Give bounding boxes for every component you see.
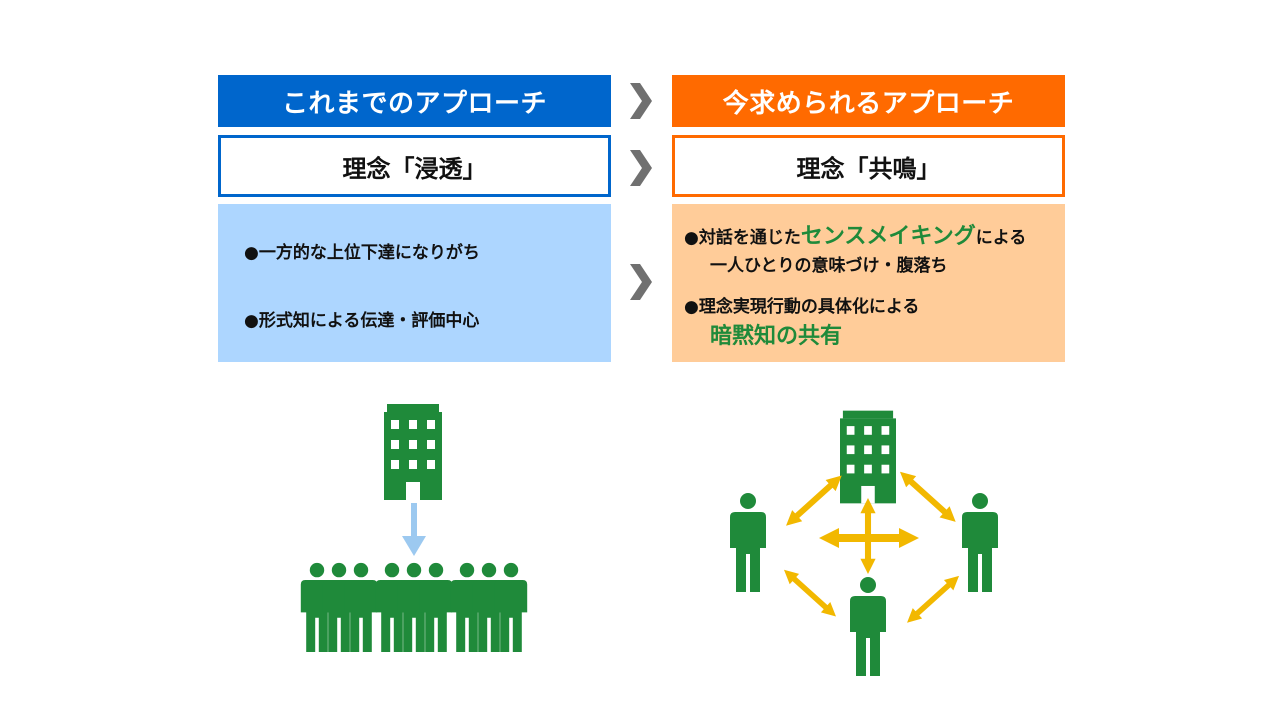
person-icon: [730, 493, 766, 592]
left-subheader: 理念「浸透」: [218, 135, 611, 197]
right-bullet-2: ●理念実現行動の具体化による: [684, 297, 920, 317]
person-icon: [962, 493, 998, 592]
left-bullet-2: ●形式知による伝達・評価中心: [244, 311, 480, 331]
person-icon: [850, 577, 886, 676]
down-arrow: [402, 503, 426, 556]
building-icon: [384, 404, 442, 500]
building-icon: [840, 410, 896, 504]
right-subheader-text: 理念「共鳴」: [796, 154, 941, 183]
right-subheader: 理念「共鳴」: [672, 135, 1065, 197]
left-header: これまでのアプローチ: [218, 75, 611, 127]
chevron-right-icon: [630, 83, 652, 119]
right-bullet-1-line2: 一人ひとりの意味づけ・腹落ち: [710, 256, 948, 276]
chevron-right-icon: [630, 264, 652, 300]
right-header-text: 今求められるアプローチ: [722, 88, 1015, 119]
left-subheader-text: 理念「浸透」: [342, 154, 487, 183]
right-bullet-1-post: による: [975, 228, 1027, 248]
chevron-right-icon: [630, 150, 652, 186]
crowd: [300, 562, 528, 652]
right-bullet-1: ●対話を通じたセンスメイキングによる: [684, 218, 1026, 250]
left-bullet-1: ●一方的な上位下達になりがち: [244, 243, 480, 263]
left-header-text: これまでのアプローチ: [281, 88, 547, 119]
left-panel: ●一方的な上位下達になりがち ●形式知による伝達・評価中心: [218, 204, 611, 362]
right-panel: ●対話を通じたセンスメイキングによる 一人ひとりの意味づけ・腹落ち ●理念実現行…: [672, 204, 1065, 362]
right-bullet-1-pre: ●対話を通じた: [684, 228, 801, 248]
right-header: 今求められるアプローチ: [672, 75, 1065, 127]
right-bullet-1-highlight: センスメイキング: [800, 224, 976, 249]
right-bullet-2-highlight: 暗黙知の共有: [710, 324, 843, 349]
